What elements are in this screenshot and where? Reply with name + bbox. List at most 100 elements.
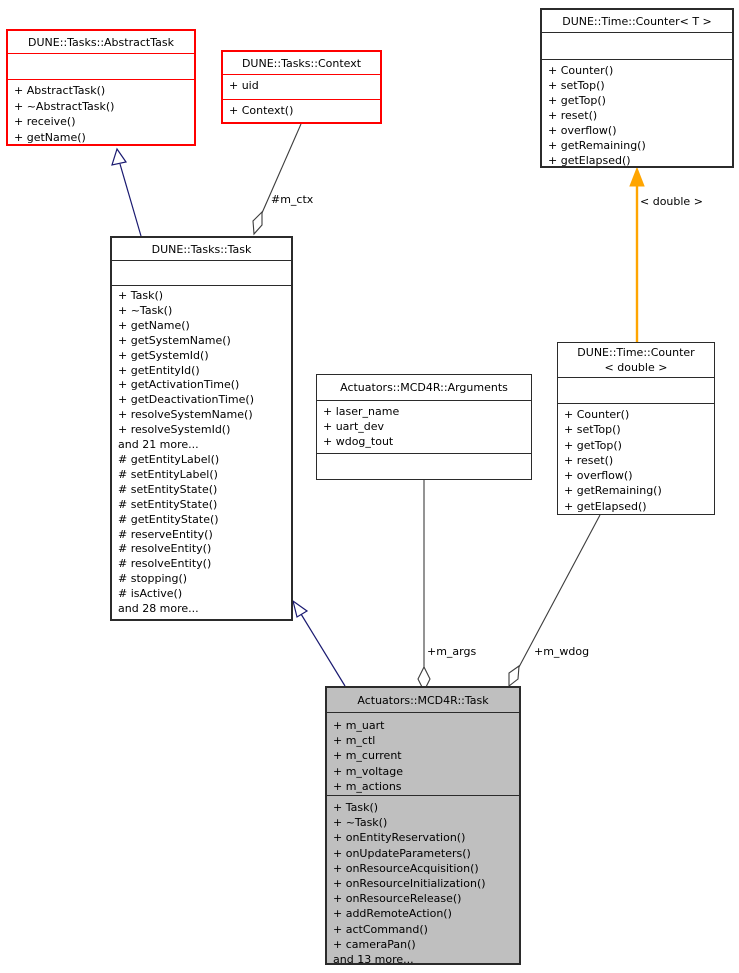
class-title: DUNE::Tasks::Task [112,238,291,261]
class-attributes: + uid [223,75,380,100]
class-title: DUNE::Time::Counter < double > [558,343,714,378]
member-line: + getRemaining() [548,139,646,152]
member-line: and 13 more... [333,953,414,963]
class-methods: + Task()+ ~Task()+ onEntityReservation()… [327,796,519,963]
class-box-arguments[interactable]: Actuators::MCD4R::Arguments + laser_name… [316,374,532,480]
class-attributes [542,33,732,60]
class-methods: + Context() [223,100,380,122]
member-line: + addRemoteAction() [333,907,452,921]
member-line: + getTop() [564,438,622,452]
class-title: DUNE::Tasks::Context [223,52,380,75]
member-line: + m_current [333,749,402,763]
member-line: + setTop() [564,423,621,437]
member-line: + getElapsed() [564,499,647,513]
member-line: + getTop() [548,94,606,107]
member-line: # resolveEntity() [118,557,212,571]
member-line: # setEntityState() [118,482,218,496]
class-box-counter-t[interactable]: DUNE::Time::Counter< T > + Counter()+ se… [540,8,734,168]
member-line: + m_ctl [333,734,376,748]
member-line: # setEntityLabel() [118,467,218,481]
member-line: + setTop() [548,79,605,92]
member-line: + getElapsed() [548,154,631,166]
class-name: Actuators::MCD4R::Task [357,693,489,707]
class-methods: + Counter() + setTop()+ getTop()+ reset()… [558,404,714,514]
member-line: + laser_name [323,405,400,418]
member-line: + Counter() [564,408,630,421]
edge-label-m-ctx: #m_ctx [271,193,314,206]
member-line: + onUpdateParameters() [333,846,471,860]
class-box-context[interactable]: DUNE::Tasks::Context + uid + Context() [221,50,382,124]
class-name: DUNE::Time::Counter [577,346,695,359]
member-line: # getEntityLabel() [118,452,220,466]
member-line: + reset() [548,109,598,122]
member-line: + actCommand() [333,922,428,936]
class-attributes: + m_uart + m_ctl+ m_current+ m_voltage+ m… [327,713,519,796]
member-line: + m_voltage [333,764,404,778]
class-methods: + Task()+ ~Task()+ getName()+ getSystemN… [112,286,291,619]
class-title: Actuators::MCD4R::Arguments [317,375,531,401]
class-attributes [8,54,194,80]
class-template-arg: < double > [604,361,668,374]
member-line: + overflow() [548,124,617,137]
template-arrow-icon [629,166,645,187]
class-title: DUNE::Tasks::AbstractTask [8,31,194,54]
member-line: # reserveEntity() [118,527,213,541]
aggregation-diamond-icon [252,210,263,236]
edge-label-template-arg: < double > [640,195,703,208]
inheritance-arrow-icon [111,147,128,166]
member-line: + receive() [14,115,76,128]
edge-label-m-args: +m_args [427,645,477,658]
class-box-abstract-task[interactable]: DUNE::Tasks::AbstractTask + AbstractTask… [6,29,196,146]
member-line: + uart_dev [323,420,385,434]
member-line: + reset() [564,453,614,467]
member-line: + Context() [229,104,294,117]
member-line: + onResourceAcquisition() [333,861,479,875]
edge-label-m-wdog: +m_wdog [534,645,590,658]
member-line: + Counter() [548,64,614,77]
member-line: # resolveEntity() [118,542,212,556]
member-line: + Task() [118,289,164,302]
member-line: # getEntityState() [118,512,219,526]
member-line: and 28 more... [118,602,199,616]
member-line: + getSystemId() [118,348,209,362]
member-line: + ~Task() [118,303,173,317]
member-line: # stopping() [118,572,188,586]
member-line: + getSystemName() [118,333,231,347]
member-line: + getEntityId() [118,363,200,377]
class-attributes [558,378,714,404]
class-title: DUNE::Time::Counter< T > [542,10,732,33]
member-line: # isActive() [118,587,183,601]
class-methods [317,454,531,479]
member-line: and 21 more... [118,438,199,452]
member-line: + AbstractTask() [14,84,106,97]
class-box-task[interactable]: DUNE::Tasks::Task + Task()+ ~Task()+ get… [110,236,293,621]
inheritance-edge-mcd4rtask-task [300,613,346,687]
class-attributes [112,261,291,286]
class-methods: + AbstractTask() + ~AbstractTask() + recei… [8,80,194,144]
class-attributes: + laser_name + uart_dev+ wdog_tout [317,401,531,454]
class-name: Actuators::MCD4R::Arguments [340,381,508,394]
class-name: DUNE::Tasks::AbstractTask [28,35,174,49]
class-box-mcd4r-task[interactable]: Actuators::MCD4R::Task + m_uart+ m_ctl+ … [325,686,521,965]
class-name: DUNE::Tasks::Task [151,242,252,256]
member-line: + getActivationTime() [118,378,240,392]
member-line: + resolveSystemId() [118,423,231,437]
member-line: + ~AbstractTask() [14,99,115,113]
member-line: + getName() [14,130,86,144]
inheritance-edge-task-abstracttask [119,163,142,237]
member-line: + wdog_tout [323,435,394,449]
member-line: + resolveSystemName() [118,408,253,422]
class-methods: + Counter() + setTop() + getTop() + reset()… [542,60,732,166]
member-line: + m_uart [333,719,385,732]
member-line: + onResourceInitialization() [333,877,486,891]
class-name: DUNE::Tasks::Context [241,56,362,70]
inheritance-arrow-icon [292,599,309,618]
member-line: + getRemaining() [564,484,662,498]
class-box-counter-double[interactable]: DUNE::Time::Counter < double > + Counter… [557,342,715,515]
member-line: + onResourceRelease() [333,892,462,906]
member-line: + overflow() [564,469,633,483]
member-line: + cameraPan() [333,937,416,951]
member-line: + m_actions [333,779,402,793]
member-line: + uid [229,79,259,92]
